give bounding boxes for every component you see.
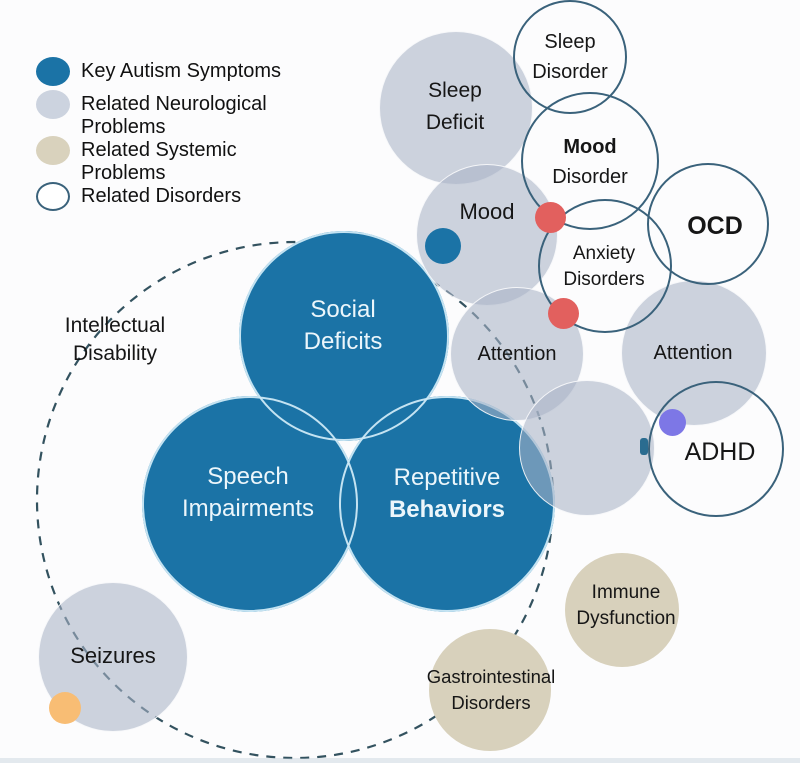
mood-disorder-red-dot bbox=[535, 202, 566, 233]
adhd-purple-dot bbox=[659, 409, 686, 436]
key-autism-swatch-icon bbox=[36, 57, 70, 86]
mood-blue-dot bbox=[425, 228, 461, 264]
adhd-label: ADHD bbox=[684, 437, 756, 466]
legend-item-label: Related Systemic Problems bbox=[81, 139, 237, 184]
anxiety-red-dot bbox=[548, 298, 579, 329]
bubble-immune-dysfunction bbox=[565, 553, 679, 667]
legend-item-related-systemic: Related Systemic Problems bbox=[36, 136, 336, 185]
systemic-swatch-icon bbox=[36, 136, 70, 165]
mood-label: Mood bbox=[459, 199, 515, 224]
seizures-label: Seizures bbox=[70, 643, 156, 668]
social-deficits-ring-icon bbox=[239, 231, 449, 441]
bubble-anxiety-disorders bbox=[538, 199, 672, 333]
bubble-attention-lower bbox=[519, 380, 655, 516]
bottom-edge-tint bbox=[0, 758, 800, 763]
attention-right-label: Attention bbox=[653, 342, 733, 364]
legend-item-label: Related Disorders bbox=[81, 185, 242, 207]
bubble-gastrointestinal-disorders bbox=[429, 629, 551, 751]
attention-upper-label: Attention bbox=[477, 343, 557, 365]
adhd-edge-marker bbox=[640, 438, 648, 455]
ocd-label: OCD bbox=[687, 211, 743, 240]
legend: Key Autism Symptoms Related Neurological… bbox=[36, 57, 336, 218]
disorders-swatch-icon bbox=[36, 182, 70, 211]
neurological-swatch-icon bbox=[36, 90, 70, 119]
bubble-adhd bbox=[648, 381, 784, 517]
seizures-orange-dot bbox=[49, 692, 81, 724]
legend-item-related-neurological: Related Neurological Problems bbox=[36, 90, 336, 139]
legend-item-related-disorders: Related Disorders bbox=[36, 182, 336, 211]
legend-item-label: Related Neurological Problems bbox=[81, 93, 267, 138]
legend-item-label: Key Autism Symptoms bbox=[81, 60, 282, 82]
legend-item-key-autism-symptoms: Key Autism Symptoms bbox=[36, 57, 336, 86]
